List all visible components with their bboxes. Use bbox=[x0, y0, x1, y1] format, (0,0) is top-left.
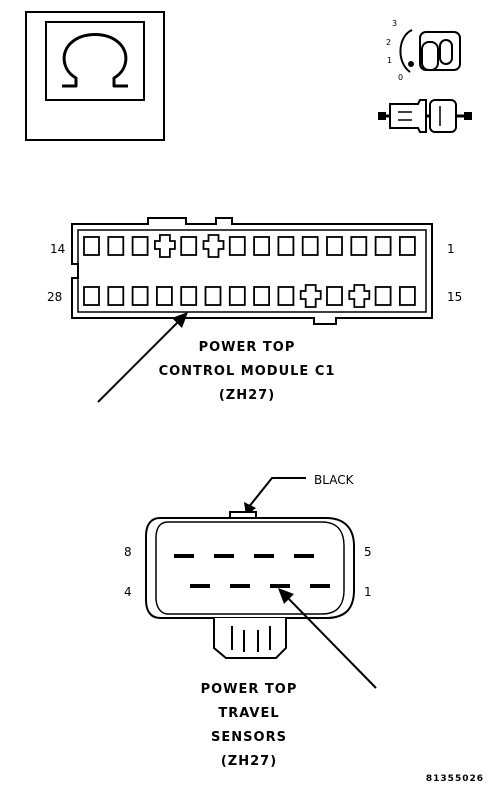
sensor-label-line4: (ZH27) bbox=[221, 754, 277, 769]
sensor-tab bbox=[213, 618, 287, 659]
c1-top-keyed-cavity bbox=[154, 234, 176, 258]
color-label: BLACK bbox=[314, 473, 355, 487]
key-slot bbox=[439, 39, 453, 65]
sensor-pin-slot bbox=[230, 584, 250, 588]
ohm-icon bbox=[62, 33, 128, 88]
connector-male bbox=[389, 99, 427, 133]
c1-bottom-cavity bbox=[155, 286, 173, 306]
c1-top-cavity bbox=[83, 236, 100, 256]
c1-top-cavity bbox=[131, 236, 149, 256]
sensor-label-line1: POWER TOP bbox=[201, 682, 298, 697]
key-pos-3: 3 bbox=[392, 19, 397, 28]
sensor-pin-4-label: 4 bbox=[124, 585, 132, 599]
key-cylinder bbox=[399, 29, 413, 73]
sensor-pin-slot bbox=[174, 554, 194, 558]
connector-male-ribs bbox=[398, 111, 412, 121]
c1-pin-15-label: 15 bbox=[447, 290, 462, 304]
c1-top-cavity bbox=[301, 236, 319, 256]
sensor-label-line3: SENSORS bbox=[211, 730, 287, 745]
c1-bottom-cavity bbox=[228, 286, 246, 306]
c1-outer-shell bbox=[71, 217, 433, 325]
control-module-c1-connector: 14 1 28 15 POWER TOP CONTROL MODULE C1 (… bbox=[47, 217, 462, 403]
sensor-inner-shell bbox=[155, 521, 345, 615]
c1-bottom-cavity bbox=[398, 286, 416, 306]
sensor-arrow-head bbox=[278, 588, 294, 604]
c1-inner-frame bbox=[77, 229, 427, 313]
c1-top-cavity bbox=[253, 236, 271, 256]
sensor-pin-slot bbox=[294, 554, 314, 558]
c1-label-line1: POWER TOP bbox=[199, 340, 296, 355]
sensor-pin-5-label: 5 bbox=[364, 545, 372, 559]
c1-top-cavity bbox=[228, 236, 246, 256]
wire-end-left bbox=[378, 112, 386, 120]
sensor-pin-8-label: 8 bbox=[124, 545, 132, 559]
c1-top-cavity bbox=[107, 236, 125, 256]
key-pos-1: 1 bbox=[387, 56, 392, 65]
c1-label-line3: (ZH27) bbox=[219, 388, 275, 403]
c1-pin-28-label: 28 bbox=[47, 290, 62, 304]
c1-top-keyed-cavity bbox=[202, 234, 225, 258]
c1-bottom-keyed-cavity bbox=[299, 284, 322, 308]
sensor-outer-shell bbox=[145, 517, 355, 619]
c1-bottom-cavity bbox=[277, 286, 295, 306]
key-pos-0: 0 bbox=[398, 73, 403, 82]
sensor-pointer-arrow bbox=[285, 595, 377, 689]
c1-top-cavity bbox=[277, 236, 295, 256]
c1-bottom-cavity bbox=[180, 286, 198, 306]
wire-end-right bbox=[464, 112, 472, 120]
c1-bottom-cavity bbox=[253, 286, 271, 306]
c1-bottom-cavity bbox=[326, 286, 343, 306]
color-pointer-line bbox=[247, 477, 306, 509]
key-position-dot bbox=[408, 61, 414, 67]
sensor-pin-slot bbox=[214, 554, 234, 558]
ohmmeter-icon bbox=[25, 11, 165, 141]
c1-top-cavity bbox=[374, 236, 392, 256]
sensor-label-line2: TRAVEL bbox=[218, 706, 279, 721]
sensor-tab-ribs bbox=[231, 626, 271, 652]
c1-top-cavity bbox=[398, 236, 416, 256]
key-pos-2: 2 bbox=[386, 38, 391, 47]
ignition-key-icon: 3 2 1 0 bbox=[386, 19, 461, 82]
c1-bottom-cavity bbox=[83, 286, 100, 306]
c1-top-cavity bbox=[180, 236, 198, 256]
c1-bottom-cavity bbox=[374, 286, 392, 306]
key-ring bbox=[421, 41, 439, 71]
c1-bottom-cavity bbox=[204, 286, 222, 306]
travel-sensor-connector: BLACK 8 5 4 1 POWER TOP TRAVEL SENSORS (… bbox=[124, 473, 377, 769]
c1-bottom-cavity bbox=[131, 286, 149, 306]
sensor-pin-rows bbox=[174, 554, 330, 588]
sensor-pin-slot bbox=[254, 554, 274, 558]
c1-pin-1-label: 1 bbox=[447, 242, 455, 256]
connector-female bbox=[429, 99, 457, 133]
c1-label-line2: CONTROL MODULE C1 bbox=[159, 364, 336, 379]
c1-bottom-keyed-cavity bbox=[348, 284, 371, 308]
c1-arrow-head bbox=[172, 312, 188, 328]
c1-bottom-cavity bbox=[107, 286, 125, 306]
c1-pin-14-label: 14 bbox=[50, 242, 65, 256]
sensor-pin-slot bbox=[270, 584, 290, 588]
sensor-pin-slot bbox=[190, 584, 210, 588]
connector-pair-icon bbox=[378, 99, 472, 133]
sensor-pin-1-label: 1 bbox=[364, 585, 372, 599]
c1-top-cavity bbox=[350, 236, 368, 256]
c1-top-cavity bbox=[326, 236, 343, 256]
c1-bottom-row bbox=[83, 284, 416, 308]
meter-display bbox=[45, 21, 145, 101]
c1-top-row bbox=[83, 234, 416, 258]
meter-outer-frame bbox=[25, 11, 165, 141]
sensor-pin-slot bbox=[310, 584, 330, 588]
c1-pointer-arrow bbox=[97, 317, 183, 403]
figure-id: 81355026 bbox=[426, 774, 484, 784]
